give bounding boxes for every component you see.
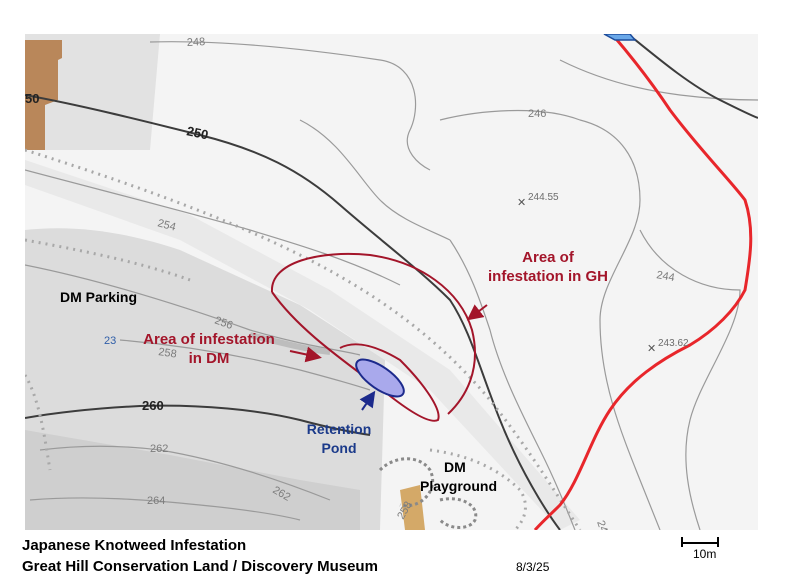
contour-inner-2 xyxy=(449,239,576,530)
building-footprint xyxy=(25,40,62,150)
trail-line xyxy=(533,34,753,530)
contour-label-24-edge: 24 xyxy=(594,519,609,535)
contour-inner-1 xyxy=(299,119,451,241)
contour-label-262a: 262 xyxy=(150,443,168,455)
top-left-shaded-area xyxy=(25,34,160,150)
contour-248 xyxy=(149,41,431,171)
contour-label-256: 256 xyxy=(213,315,234,333)
infestation-gh-label-line1: Area of xyxy=(522,249,575,266)
playground-path-1 xyxy=(378,457,435,508)
contour-262 xyxy=(39,445,331,501)
contour-top-right xyxy=(627,34,758,119)
arrow-to-gh-infestation xyxy=(466,304,488,321)
lower-lot-area xyxy=(25,430,360,530)
scale-label: 10m xyxy=(693,547,717,561)
route-number: 23 xyxy=(104,335,116,347)
map-subtitle: Great Hill Conservation Land / Discovery… xyxy=(22,558,378,575)
contour-label-260: 260 xyxy=(142,398,164,413)
map-title: Japanese Knotweed Infestation xyxy=(22,537,247,554)
contour-label-246: 246 xyxy=(528,108,546,120)
scale-bar xyxy=(681,537,719,547)
spot-height-1: 244.55 xyxy=(528,192,559,203)
arrow-to-dm-infestation xyxy=(289,346,322,363)
infestation-gh-label-line2: infestation in GH xyxy=(488,268,608,285)
retention-pond-label-line2: Pond xyxy=(322,440,357,456)
spot-height-2: 243.62 xyxy=(658,338,689,349)
map-date: 8/3/25 xyxy=(516,560,550,574)
contour-258 xyxy=(119,339,371,391)
contour-264 xyxy=(29,497,301,521)
contour-260 xyxy=(25,404,371,436)
trail-marker xyxy=(603,34,637,41)
playground-path-2 xyxy=(438,497,478,529)
parking-divider xyxy=(249,332,331,355)
arrow-to-pond xyxy=(359,390,376,411)
infestation-dm-label-line1: Area of infestation xyxy=(143,331,275,348)
spot-marker-1: ✕ xyxy=(517,196,526,209)
retention-pond-label-line1: Retention xyxy=(307,421,372,437)
playground-structure xyxy=(400,485,425,530)
contour-250 xyxy=(25,94,561,530)
infestation-gh-outline xyxy=(270,252,476,415)
contour-label-264: 264 xyxy=(147,495,165,507)
contour-246 xyxy=(439,109,661,530)
contour-outer-right xyxy=(559,59,758,101)
playground-label-line2: Playground xyxy=(420,478,497,494)
road-band xyxy=(25,160,580,530)
contour-label-50: 50 xyxy=(25,91,39,106)
contour-label-244: 244 xyxy=(655,269,675,284)
contour-label-258: 258 xyxy=(158,346,178,360)
infestation-dm-outline xyxy=(271,291,440,422)
contour-label-250: 250 xyxy=(185,123,209,142)
dm-parking-label: DM Parking xyxy=(60,289,137,305)
contour-label-254: 254 xyxy=(156,217,177,233)
playground-label-line1: DM xyxy=(444,459,466,475)
contour-label-248: 248 xyxy=(187,36,206,49)
contour-244 xyxy=(639,229,741,530)
infestation-dm-label-line2: in DM xyxy=(189,350,230,367)
retention-pond xyxy=(355,358,405,398)
spot-marker-2: ✕ xyxy=(647,342,656,355)
rail-line-playground xyxy=(429,448,527,530)
